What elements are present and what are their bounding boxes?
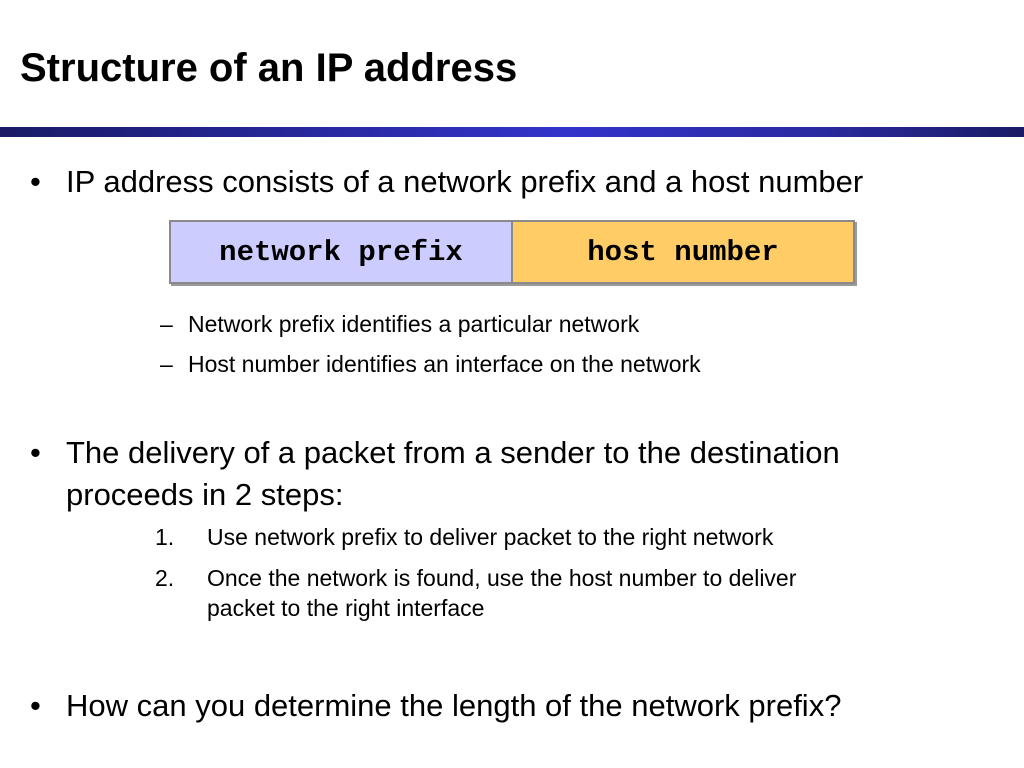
title-divider — [0, 127, 1024, 137]
step-text: Use network prefix to deliver packet to … — [207, 524, 774, 550]
step-text-line: packet to the right interface — [207, 595, 485, 621]
step-text-line: Once the network is found, use the host … — [207, 565, 797, 591]
step-number: 1. — [155, 524, 175, 550]
bullet-text: The delivery of a packet from a sender t… — [66, 432, 840, 516]
bullet-marker: • — [30, 164, 41, 199]
host-number-segment: host number — [513, 222, 853, 282]
ip-address-diagram: network prefix host number — [169, 220, 855, 284]
sub-item-text: Host number identifies an interface on t… — [188, 351, 701, 377]
dash-marker: – — [160, 311, 173, 337]
network-prefix-segment: network prefix — [171, 222, 513, 282]
sub-item-text: Network prefix identifies a particular n… — [188, 311, 640, 337]
bullet-text: How can you determine the length of the … — [66, 688, 842, 723]
bullet-text: IP address consists of a network prefix … — [66, 164, 864, 199]
dash-marker: – — [160, 351, 173, 377]
bullet-marker: • — [30, 435, 41, 470]
step-number: 2. — [155, 565, 175, 591]
bullet-marker: • — [30, 688, 41, 723]
bullet-text-line: The delivery of a packet from a sender t… — [66, 435, 840, 470]
step-text: Once the network is found, use the host … — [207, 563, 796, 623]
slide-title: Structure of an IP address — [20, 46, 518, 90]
bullet-text-line: proceeds in 2 steps: — [66, 477, 344, 512]
